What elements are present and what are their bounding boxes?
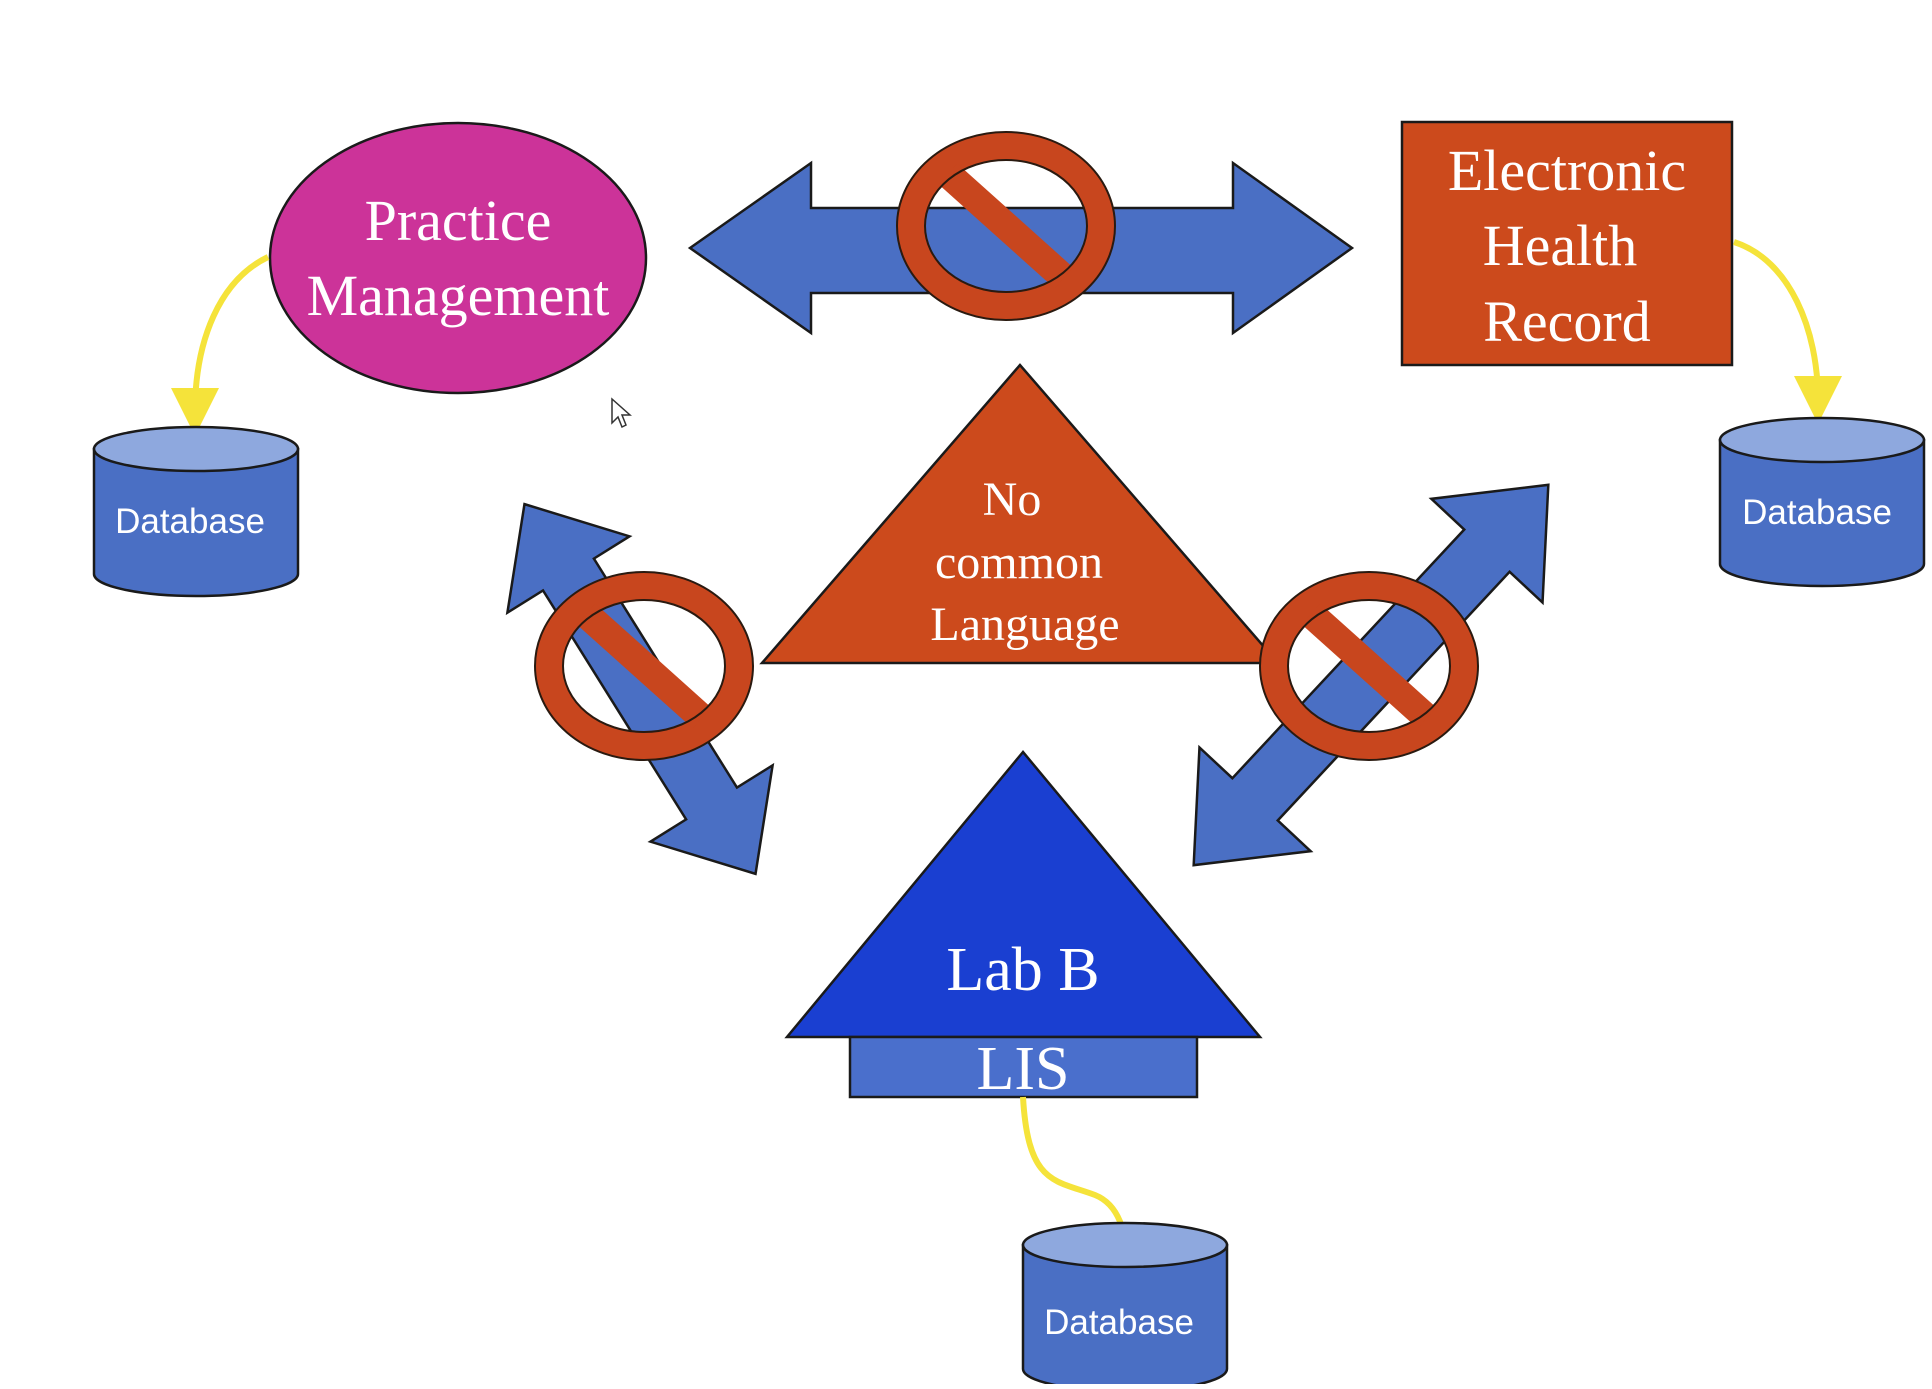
ehr-database-connector — [1733, 239, 1842, 424]
mouse-cursor-icon — [611, 397, 632, 429]
database-bottom-label: Database — [1044, 1303, 1194, 1342]
database-left-label: Database — [115, 502, 265, 541]
lab-node: Lab B — [784, 750, 1263, 1039]
ehr-line2: Health — [1483, 213, 1638, 278]
prohibited-icon-top — [896, 131, 1116, 321]
pm-database-connector — [171, 254, 270, 436]
practice-management-node: Practice Management — [268, 121, 648, 395]
no-common-language-line1: No — [983, 473, 1042, 526]
practice-management-line2: Management — [307, 263, 610, 328]
prohibited-icon-left — [534, 571, 754, 761]
no-common-language-line3: Language — [930, 598, 1119, 651]
no-common-language-node: No common Language — [759, 363, 1281, 665]
pm-lab-double-arrow — [505, 502, 775, 876]
lab-label: Lab B — [946, 936, 1099, 1004]
ehr-line3: Record — [1483, 289, 1651, 354]
database-icon-left: Database — [92, 425, 300, 598]
database-icon-bottom: Database — [1021, 1221, 1229, 1389]
lis-label: LIS — [977, 1035, 1070, 1103]
lis-node: LIS — [848, 1035, 1199, 1103]
database-right-label: Database — [1742, 493, 1892, 532]
ehr-line1: Electronic — [1448, 138, 1686, 203]
practice-management-line1: Practice — [365, 188, 552, 253]
database-icon-right: Database — [1718, 416, 1926, 588]
no-common-language-line2: common — [935, 536, 1103, 589]
ehr-node: Electronic Health Record — [1400, 120, 1734, 367]
prohibited-icon-right — [1259, 571, 1479, 761]
